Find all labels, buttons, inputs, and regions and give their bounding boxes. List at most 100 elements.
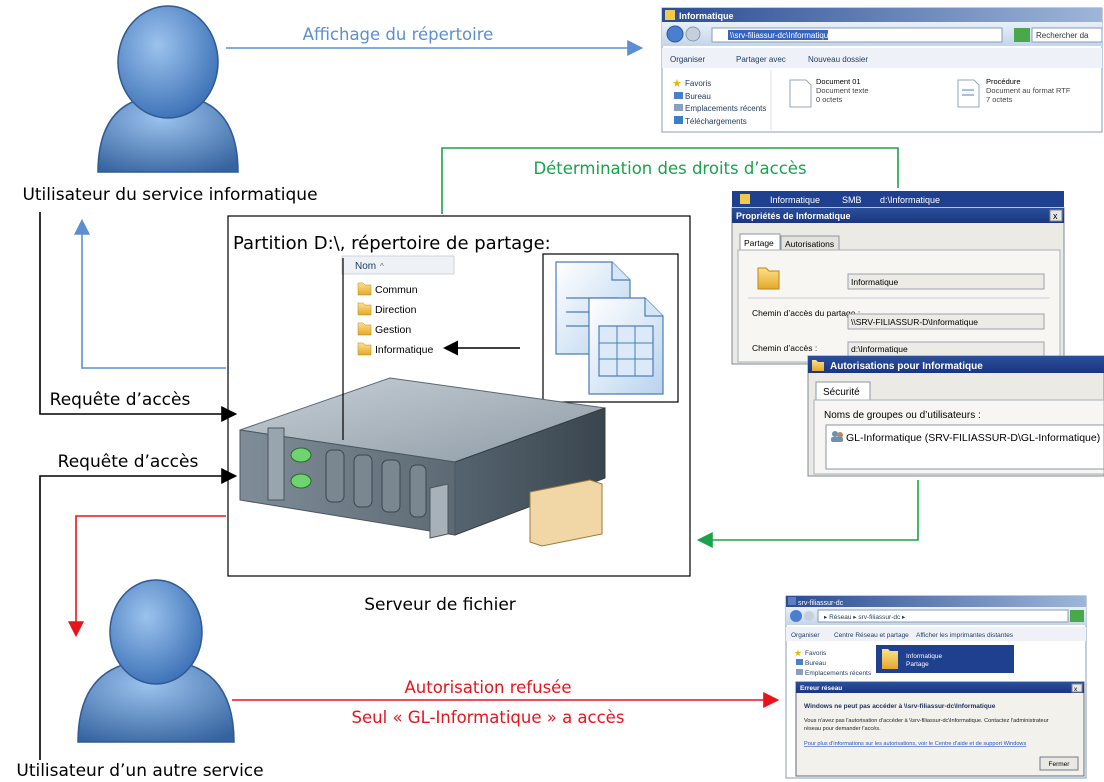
share-path-field[interactable] — [847, 313, 1045, 330]
file-type: Document au format RTF — [986, 86, 1071, 95]
toolbar-organiser[interactable]: Organiser — [670, 55, 705, 64]
refresh-button[interactable] — [1070, 610, 1084, 622]
star-icon: ★ — [672, 78, 682, 90]
rtf-file-icon — [957, 79, 980, 108]
nav-favoris[interactable]: Favoris — [685, 79, 711, 88]
share-name: Informatique — [770, 195, 820, 205]
file-type: Document texte — [816, 86, 869, 95]
share-tile[interactable] — [876, 645, 1014, 673]
network-icon — [788, 597, 796, 605]
nav-bureau[interactable]: Bureau — [685, 92, 711, 101]
folder-icon — [357, 342, 372, 356]
rights-return-arrow — [696, 480, 919, 548]
close-button[interactable] — [1049, 209, 1063, 222]
refresh-button[interactable] — [1014, 28, 1030, 42]
folder-label: Informatique — [375, 344, 434, 356]
share-name-field[interactable] — [847, 273, 1045, 290]
folder-label: Direction — [375, 304, 417, 316]
error-heading: Windows ne peut pas accéder à \\srv-fili… — [804, 703, 996, 710]
back-button[interactable] — [666, 25, 684, 43]
nav-favoris[interactable]: Favoris — [805, 650, 827, 657]
share-icon — [740, 194, 750, 204]
users-group-icon — [831, 431, 843, 442]
file-size: 0 octets — [816, 95, 843, 104]
explorer-window: Informatique \\srv-filiassur-dc\Informat… — [661, 7, 1103, 133]
access-request-arrow-2 — [39, 468, 238, 760]
sort-arrow-icon: ^ — [380, 262, 384, 271]
toolbar-partager[interactable]: Partager avec — [736, 55, 786, 64]
share-path-value: \\SRV-FILIASSUR-D\Informatique — [851, 317, 978, 327]
documents-box — [542, 253, 679, 403]
local-path-label: Chemin d’accès : — [752, 343, 817, 353]
error-body-line1: Vous n'avez pas l'autorisation d'accéder… — [804, 718, 1049, 724]
file-size: 7 octets — [986, 95, 1013, 104]
it-user-label: Utilisateur du service informatique — [22, 185, 317, 205]
groups-list[interactable] — [825, 424, 1104, 470]
partition-title: Partition D:\, répertoire de partage: — [233, 233, 551, 254]
close-dialog-button[interactable] — [1039, 756, 1079, 771]
group-entry[interactable]: GL-Informatique (SRV-FILIASSUR-D\GL-Info… — [846, 432, 1100, 444]
toolbar-nouveau-dossier[interactable]: Nouveau dossier — [808, 55, 868, 64]
permissions-dialog: Autorisations pour Informatique Sécurité… — [807, 355, 1104, 477]
rights-arrow-label: Détermination des droits d’accès — [533, 159, 806, 178]
explorer-title: Informatique — [679, 11, 734, 21]
file-item-document01[interactable]: Document 01 Document texte 0 octets — [789, 77, 869, 108]
back-button[interactable] — [790, 610, 802, 622]
file-name: Document 01 — [816, 77, 861, 86]
folder-icon — [357, 322, 372, 336]
folder-item-gestion[interactable]: Gestion — [357, 322, 411, 336]
forward-button[interactable] — [685, 26, 701, 42]
error-window: srv-filiassur-dc ▸ Réseau ▸ srv-filiassu… — [785, 595, 1087, 779]
access-request-label-1: Requête d’accès — [50, 390, 191, 410]
close-button[interactable] — [1071, 683, 1083, 693]
shared-folder-icon — [757, 267, 780, 290]
folder-icon — [812, 360, 824, 371]
server-caption: Serveur de fichier — [364, 595, 516, 615]
access-request-arrow-1 — [39, 212, 238, 422]
nav-downloads[interactable]: Téléchargements — [685, 117, 747, 126]
close-icon: x — [1074, 686, 1078, 693]
close-dialog-label: Fermer — [1049, 761, 1071, 768]
server-rack-icon — [239, 377, 606, 547]
error-body-line2: réseau pour demander l'accès. — [804, 726, 881, 732]
address-bar[interactable] — [817, 609, 1069, 623]
folder-label: Commun — [375, 284, 418, 296]
folder-label: Gestion — [375, 324, 411, 336]
error-dialog-title: Erreur réseau — [800, 685, 842, 692]
folder-icon — [357, 302, 372, 316]
permissions-title: Autorisations pour Informatique — [830, 361, 983, 372]
share-name-value: Informatique — [851, 277, 899, 287]
address-text: \\srv-filiassur-dc\Informatique — [730, 31, 833, 40]
error-window-title: srv-filiassur-dc — [798, 600, 844, 607]
tab-partage-label: Partage — [744, 238, 774, 248]
nav-recent[interactable]: Emplacements récents — [685, 104, 766, 113]
nav-bureau[interactable]: Bureau — [805, 660, 826, 667]
other-user-icon — [77, 579, 235, 743]
folder-item-commun[interactable]: Commun — [357, 282, 418, 296]
search-input[interactable] — [1031, 27, 1103, 43]
desktop-icon — [674, 92, 683, 99]
forward-button[interactable] — [804, 611, 814, 621]
properties-title: Propriétés de Informatique — [736, 211, 851, 221]
share-path-label: Chemin d’accès du partage : — [752, 308, 860, 318]
folder-item-informatique[interactable]: Informatique — [357, 342, 434, 356]
denied-return-arrow — [68, 515, 226, 638]
nav-recent[interactable]: Emplacements récents — [805, 670, 872, 677]
recent-icon — [796, 669, 803, 675]
folder-icon — [665, 10, 675, 20]
toolbar-centre-reseau[interactable]: Centre Réseau et partage — [834, 632, 909, 639]
help-link[interactable]: Pour plus d'informations sur les autoris… — [804, 741, 1026, 747]
text-file-icon — [789, 79, 812, 108]
display-arrow-label: Affichage du répertoire — [303, 25, 494, 44]
folder-list-panel: Nom ^ Commun Direction Gestion Informati… — [341, 255, 455, 356]
toolbar-imprimantes[interactable]: Afficher les imprimantes distantes — [916, 632, 1014, 639]
tab-securite-label: Sécurité — [823, 387, 860, 398]
toolbar-organiser[interactable]: Organiser — [791, 632, 820, 639]
folder-item-direction[interactable]: Direction — [357, 302, 417, 316]
file-item-procedure[interactable]: Procédure Document au format RTF 7 octet… — [957, 77, 1071, 108]
folder-icon — [357, 282, 372, 296]
rights-arrow — [441, 147, 899, 214]
share-path: d:\Informatique — [880, 195, 940, 205]
file-name: Procédure — [986, 77, 1021, 86]
share-row: Informatique SMB d:\Informatique — [732, 191, 1064, 207]
